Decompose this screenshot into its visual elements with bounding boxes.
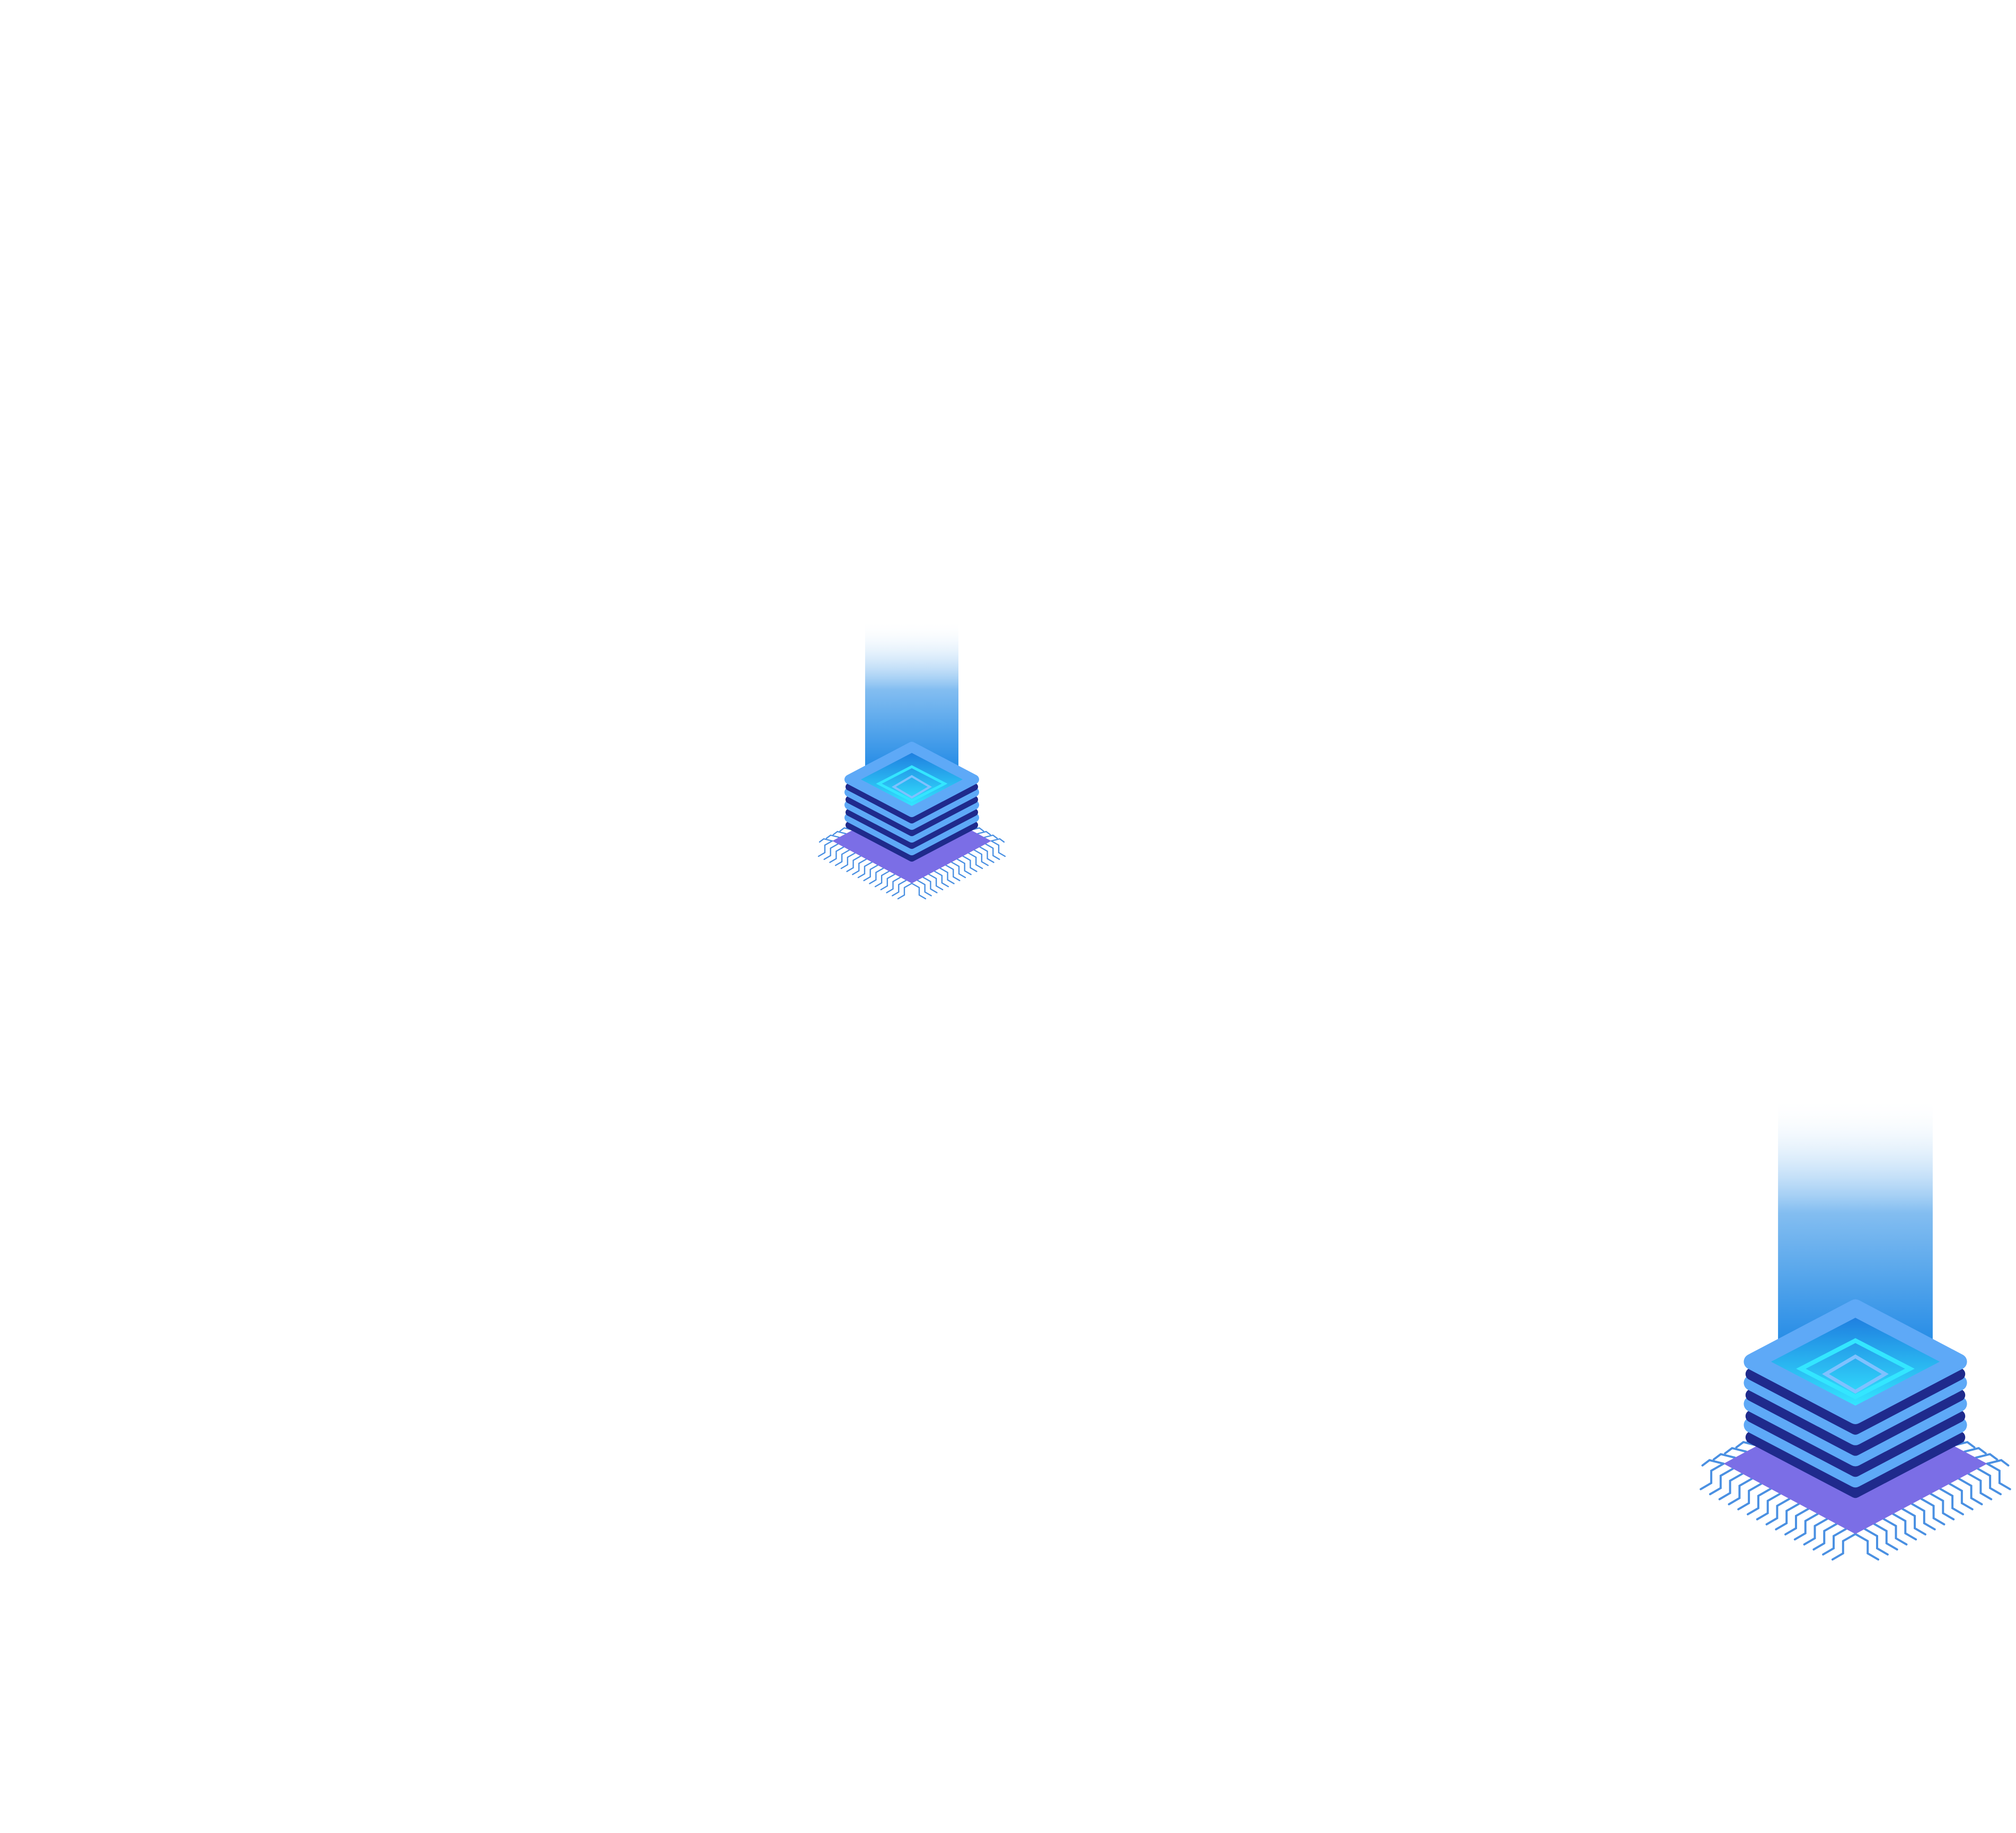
stacked-chip-icon-large — [1688, 1092, 2016, 1596]
chip-core — [861, 753, 963, 806]
circuit-pins — [1700, 1435, 2011, 1561]
stacked-chip-icon-small — [811, 620, 1013, 917]
